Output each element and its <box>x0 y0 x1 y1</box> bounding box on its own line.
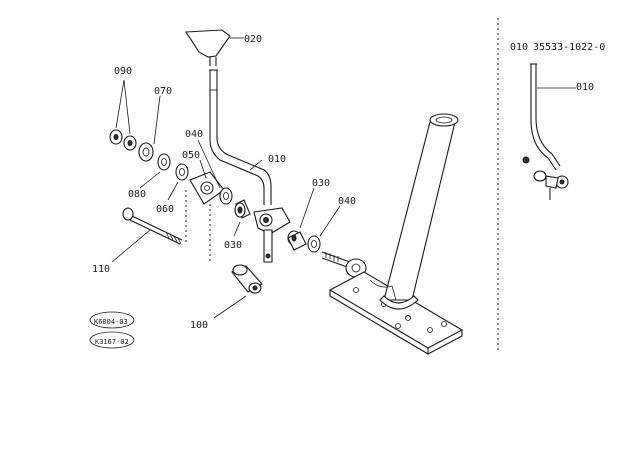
washer-040-right <box>307 235 321 253</box>
inset-part-number: 35533-1022-0 <box>533 42 605 53</box>
washer-080 <box>157 153 171 171</box>
washer-060 <box>175 163 189 181</box>
callout-070: 070 <box>154 86 172 97</box>
callout-010: 010 <box>268 154 286 165</box>
callout-060: 060 <box>156 204 174 215</box>
reference-1: K6004-03 <box>94 318 128 326</box>
bushing-030-right <box>287 230 307 251</box>
leader-040-right <box>319 205 341 237</box>
leader-060 <box>167 181 179 201</box>
leader-040-upper <box>197 139 221 189</box>
leader-080 <box>139 171 161 189</box>
leader-110 <box>111 229 151 263</box>
callout-100: 100 <box>190 320 208 331</box>
inset-lever <box>522 63 569 200</box>
callout-040-right: 040 <box>338 196 356 207</box>
leader-090b <box>123 79 131 135</box>
callout-090: 090 <box>114 66 132 77</box>
inset-ref-no: 010 <box>510 42 528 53</box>
callout-030-left: 030 <box>224 240 242 251</box>
callout-050: 050 <box>182 150 200 161</box>
leader-090a <box>115 79 125 129</box>
lever-pivot-bracket <box>253 207 291 263</box>
spring <box>138 142 154 162</box>
guide-plate <box>189 171 225 205</box>
washer-040-upper <box>219 187 233 205</box>
bushing-030-left <box>234 199 251 219</box>
reference-oval-2 <box>89 331 135 349</box>
leader-010 <box>249 159 263 171</box>
callout-110: 110 <box>92 264 110 275</box>
leader-030-right <box>299 187 315 229</box>
leader-030-left <box>233 221 241 237</box>
callout-030-right: 030 <box>312 178 330 189</box>
lever-housing-assembly <box>321 113 464 355</box>
reference-oval-1 <box>89 311 135 329</box>
inset-callout-010: 010 <box>576 82 594 93</box>
pivot-bolt <box>122 207 183 245</box>
reference-labels: K6004-03 K3167-02 <box>89 311 135 349</box>
callout-040-upper: 040 <box>185 129 203 140</box>
nut-pair <box>109 129 137 151</box>
inset-panel: 010 35533-1022-0 010 <box>510 42 605 200</box>
leader-050 <box>199 159 207 179</box>
assembly-axis-lines <box>185 190 211 262</box>
callout-020: 020 <box>244 34 262 45</box>
shift-lever-rod <box>209 69 272 205</box>
reference-2: K3167-02 <box>95 338 129 346</box>
leader-100 <box>213 295 247 319</box>
leader-070 <box>153 95 161 145</box>
collar-100 <box>231 264 263 294</box>
shift-knob <box>185 29 231 66</box>
callout-080: 080 <box>128 189 146 200</box>
